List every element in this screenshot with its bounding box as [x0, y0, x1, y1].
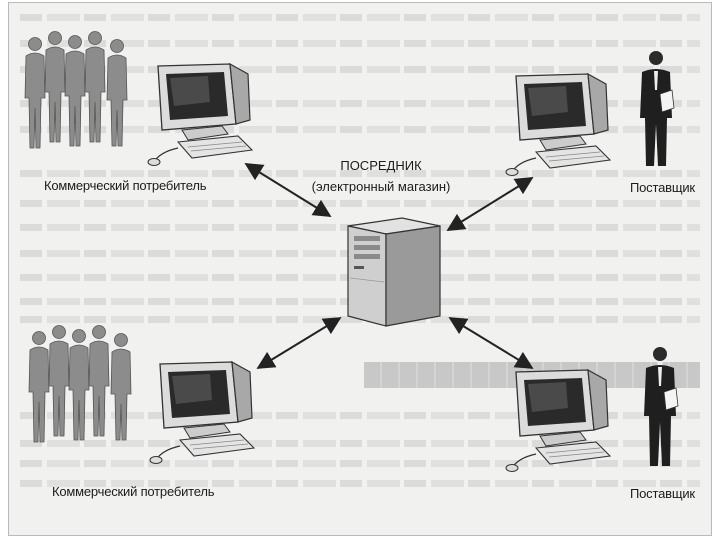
arrow-hub-bottom-right — [448, 317, 534, 369]
arrow-hub-top-right — [446, 177, 534, 231]
node-label-bottom-right: Поставщик — [630, 486, 695, 501]
background-text-line — [20, 440, 700, 447]
node-label-top-right: Поставщик — [630, 180, 695, 195]
hub-title: ПОСРЕДНИК — [340, 158, 422, 173]
background-text-line — [20, 412, 700, 419]
background-text-line — [20, 200, 700, 207]
computer-icon — [149, 360, 256, 464]
background-text-line — [20, 126, 700, 133]
computer-icon — [147, 62, 254, 166]
consumer-group-icon — [28, 325, 132, 443]
supplier-icon — [640, 51, 675, 166]
background-text-line — [20, 40, 700, 47]
background-text-line — [20, 14, 700, 21]
background-text-line — [20, 460, 700, 467]
computer-icon — [505, 368, 612, 472]
node-label-bottom-left: Коммерческий потребитель — [52, 484, 215, 499]
hub-subtitle: (электронный магазин) — [311, 179, 451, 194]
server-icon — [347, 217, 441, 327]
background-text-line — [20, 100, 700, 107]
computer-icon — [505, 72, 612, 176]
hub-label: ПОСРЕДНИК (электронный магазин) — [296, 158, 466, 200]
supplier-icon — [644, 347, 679, 466]
arrow-hub-bottom-left — [256, 317, 342, 369]
node-label-top-left: Коммерческий потребитель — [44, 178, 207, 193]
arrow-hub-top-left — [244, 163, 332, 217]
background-text-line — [20, 170, 700, 177]
background-text-line — [20, 480, 700, 487]
consumer-group-icon — [24, 31, 128, 149]
background-text-line — [20, 66, 700, 73]
